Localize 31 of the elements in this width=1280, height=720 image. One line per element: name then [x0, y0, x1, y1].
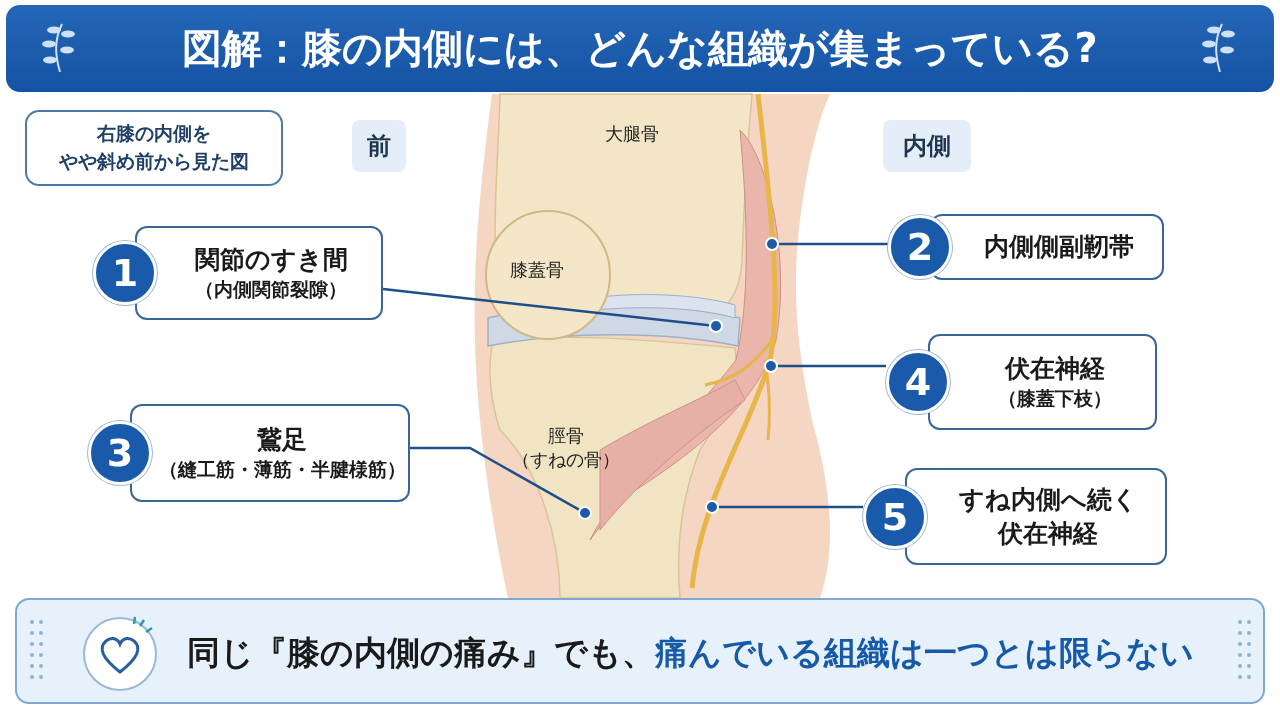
- title-banner: 図解：膝の内側には、どんな組織が集まっている?: [6, 5, 1274, 92]
- callout-heading: 内側側副靭帯: [984, 231, 1134, 264]
- leader-line: [779, 242, 888, 246]
- callout-number: 2: [888, 215, 952, 279]
- callout-number: 3: [88, 421, 152, 485]
- callout-number: 1: [93, 241, 157, 305]
- caption-text: やや斜め前から見た図: [59, 149, 249, 174]
- leader-line: [382, 287, 710, 327]
- callout-subtext: （膝蓋下枝）: [997, 386, 1112, 412]
- message-text: 同じ『膝の内側の痛み』でも、: [187, 631, 655, 674]
- message-banner: [15, 598, 1265, 704]
- direction-tag: 内側: [883, 120, 971, 172]
- leader-line: [778, 364, 886, 368]
- anatomy-label: （すねの骨）: [511, 448, 621, 472]
- callout-heading: 伏在神経: [998, 517, 1098, 550]
- callout-heading: すね内側へ続く: [958, 483, 1138, 516]
- direction-tag: 前: [352, 120, 406, 172]
- callout-heading: 伏在神経: [1004, 353, 1105, 386]
- callout-heading: 鵞足: [257, 424, 307, 457]
- anatomy-label: 膝蓋骨: [509, 258, 565, 282]
- callout-heading: 関節のすき間: [194, 244, 348, 277]
- callout-subtext: （縫工筋・薄筋・半腱様筋）: [158, 457, 406, 483]
- callout-subtext: （内側関節裂隙）: [195, 277, 347, 303]
- callout-number: 5: [863, 484, 927, 549]
- anatomy-label: 大腿骨: [604, 122, 660, 146]
- callout-number: 4: [886, 350, 950, 414]
- caption-text: 右膝の内側を: [97, 121, 211, 147]
- anatomy-label: 脛骨: [547, 424, 585, 448]
- message-text: 痛んでいる組織は一つとは限らない: [655, 631, 1194, 674]
- node-box: [25, 110, 283, 186]
- leader-line: [719, 505, 863, 509]
